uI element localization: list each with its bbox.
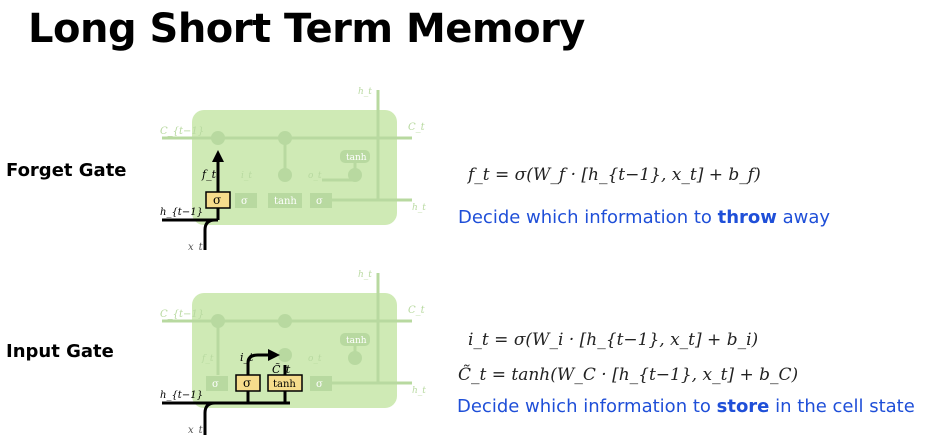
svg-text:tanh: tanh <box>346 153 367 163</box>
svg-text:σ: σ <box>241 196 248 207</box>
svg-text:o_t: o_t <box>308 354 322 364</box>
svg-text:h_t: h_t <box>412 203 426 213</box>
svg-text:σ: σ <box>243 376 251 390</box>
svg-text:σ: σ <box>316 196 323 207</box>
svg-text:i_t: i_t <box>240 351 254 364</box>
input-gate-keyword: store <box>716 396 770 417</box>
forget-arrow-head <box>212 150 224 162</box>
input-gate-label: Input Gate <box>6 341 114 362</box>
svg-text:tanh: tanh <box>274 196 297 207</box>
forget-gate-keyword: throw <box>717 207 777 228</box>
forget-sigma-box <box>205 191 231 209</box>
svg-text:σ: σ <box>213 193 221 207</box>
svg-text:h_t: h_t <box>358 270 372 280</box>
svg-text:h_{t−1}: h_{t−1} <box>160 207 203 218</box>
svg-text:f_t: f_t <box>201 354 214 364</box>
svg-text:h_t: h_t <box>412 386 426 396</box>
svg-text:tanh: tanh <box>346 336 367 346</box>
input-arrow-head <box>268 349 280 361</box>
svg-text:x_t: x_t <box>188 242 204 250</box>
svg-text:σ: σ <box>212 379 219 390</box>
input-sigma-box <box>235 374 261 392</box>
forget-gate-label: Forget Gate <box>6 160 127 181</box>
svg-text:C_{t−1}: C_{t−1} <box>160 309 204 320</box>
svg-text:f_t: f_t <box>201 168 217 181</box>
svg-text:C̃_t: C̃_t <box>272 363 291 376</box>
svg-text:x_t: x_t <box>188 425 204 435</box>
svg-text:C_t: C_t <box>408 305 426 316</box>
svg-text:σ: σ <box>316 379 323 390</box>
svg-text:o_t: o_t <box>308 171 322 181</box>
svg-text:tanh: tanh <box>273 379 296 390</box>
candidate-formula: C̃_t = tanh(W_C · [h_{t−1}, x_t] + b_C) <box>458 365 799 385</box>
input-tanh-box <box>267 374 303 392</box>
svg-text:h_{t−1}: h_{t−1} <box>160 390 203 401</box>
input-gate-description: Decide which information to store in the… <box>457 396 915 417</box>
input-gate-diagram: C_{t−1} C_t h_t h_t o_t f_t tanh σ σ σ t… <box>160 270 426 435</box>
forget-gate-formula: f_t = σ(W_f · [h_{t−1}, x_t] + b_f) <box>468 165 761 185</box>
input-gate-formula: i_t = σ(W_i · [h_{t−1}, x_t] + b_i) <box>468 330 759 350</box>
svg-text:C_{t−1}: C_{t−1} <box>160 126 204 137</box>
svg-text:C_t: C_t <box>408 122 426 133</box>
svg-text:i_t: i_t <box>241 171 252 181</box>
forget-gate-description: Decide which information to throw away <box>458 207 831 228</box>
forget-gate-diagram: C_{t−1} C_t h_t h_t o_t i_t tanh tanh σ … <box>160 87 426 250</box>
svg-text:h_t: h_t <box>358 87 372 97</box>
page-title: Long Short Term Memory <box>28 6 585 52</box>
